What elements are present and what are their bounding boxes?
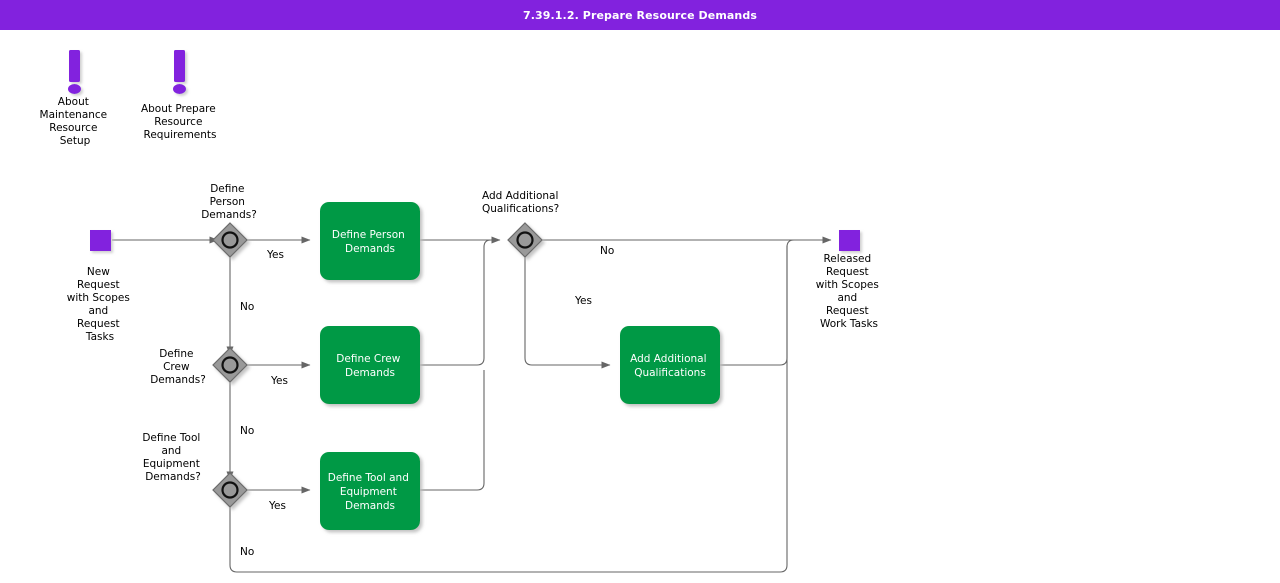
add-additional-qualifications-gateway[interactable] — [507, 222, 543, 258]
add-additional-qualifications-gateway-label: Add Additional Qualifications? — [482, 190, 562, 215]
annotation-label: About Prepare Resource Requirements — [141, 103, 219, 141]
flow-label-qualifications-yes: Yes — [574, 295, 592, 307]
title-bar: 7.39.1.2. Prepare Resource Demands — [0, 0, 1280, 30]
define-person-demands-gateway-label: Define Person Demands? — [201, 183, 257, 221]
add-additional-qualifications-task[interactable]: Add Additional Qualifications — [620, 326, 720, 404]
annotation-about-maintenance-resource-setup[interactable]: About Maintenance Resource Setup — [40, 50, 111, 147]
exclamation-icon — [68, 50, 81, 94]
define-crew-demands-task[interactable]: Define Crew Demands — [320, 326, 420, 404]
exclamation-icon — [173, 50, 186, 94]
define-tool-and-equipment-demands-task[interactable]: Define Tool and Equipment Demands — [320, 452, 420, 530]
flow-label-crew-no: No — [240, 425, 254, 437]
flow-qualifications-yes — [524, 247, 611, 369]
end-event-label: Released Request with Scopes and Request… — [816, 253, 882, 330]
define-person-demands-gateway[interactable] — [212, 222, 248, 258]
task-label: Define Crew Demands — [336, 353, 403, 379]
define-tool-and-equipment-demands-gateway[interactable] — [212, 472, 248, 508]
task-label: Define Tool and Equipment Demands — [328, 472, 412, 512]
flow-label-person-yes: Yes — [266, 249, 284, 261]
define-crew-demands-gateway[interactable] — [212, 347, 248, 383]
define-person-demands-task[interactable]: Define Person Demands — [320, 202, 420, 280]
flow-label-tool-no: No — [240, 546, 254, 558]
flow-qualifications-task-to-end — [720, 239, 820, 366]
flow-label-qualifications-no: No — [600, 245, 614, 257]
end-event-released-request[interactable]: Released Request with Scopes and Request… — [816, 230, 882, 330]
start-event-new-request[interactable]: New Request with Scopes and Request Task… — [67, 230, 133, 343]
define-tool-and-equipment-demands-gateway-label: Define Tool and Equipment Demands? — [142, 432, 203, 483]
flow-label-tool-yes: Yes — [268, 500, 286, 512]
flow-crew-task-merge — [420, 236, 501, 366]
start-event-label: New Request with Scopes and Request Task… — [67, 266, 133, 343]
annotation-about-prepare-resource-requirements[interactable]: About Prepare Resource Requirements — [141, 50, 219, 141]
flow-label-crew-yes: Yes — [270, 375, 288, 387]
flow-label-person-no: No — [240, 301, 254, 313]
define-crew-demands-gateway-label: Define Crew Demands? — [150, 348, 206, 386]
page-title: 7.39.1.2. Prepare Resource Demands — [522, 8, 757, 22]
flow-tool-task-merge — [420, 370, 485, 491]
task-label: Add Additional Qualifications — [630, 353, 710, 379]
flow-tool-no-bypass — [229, 246, 788, 573]
task-label: Define Person Demands — [332, 229, 408, 255]
annotation-label: About Maintenance Resource Setup — [40, 96, 111, 147]
diagram-canvas: About Maintenance Resource Setup About P… — [0, 30, 1280, 583]
